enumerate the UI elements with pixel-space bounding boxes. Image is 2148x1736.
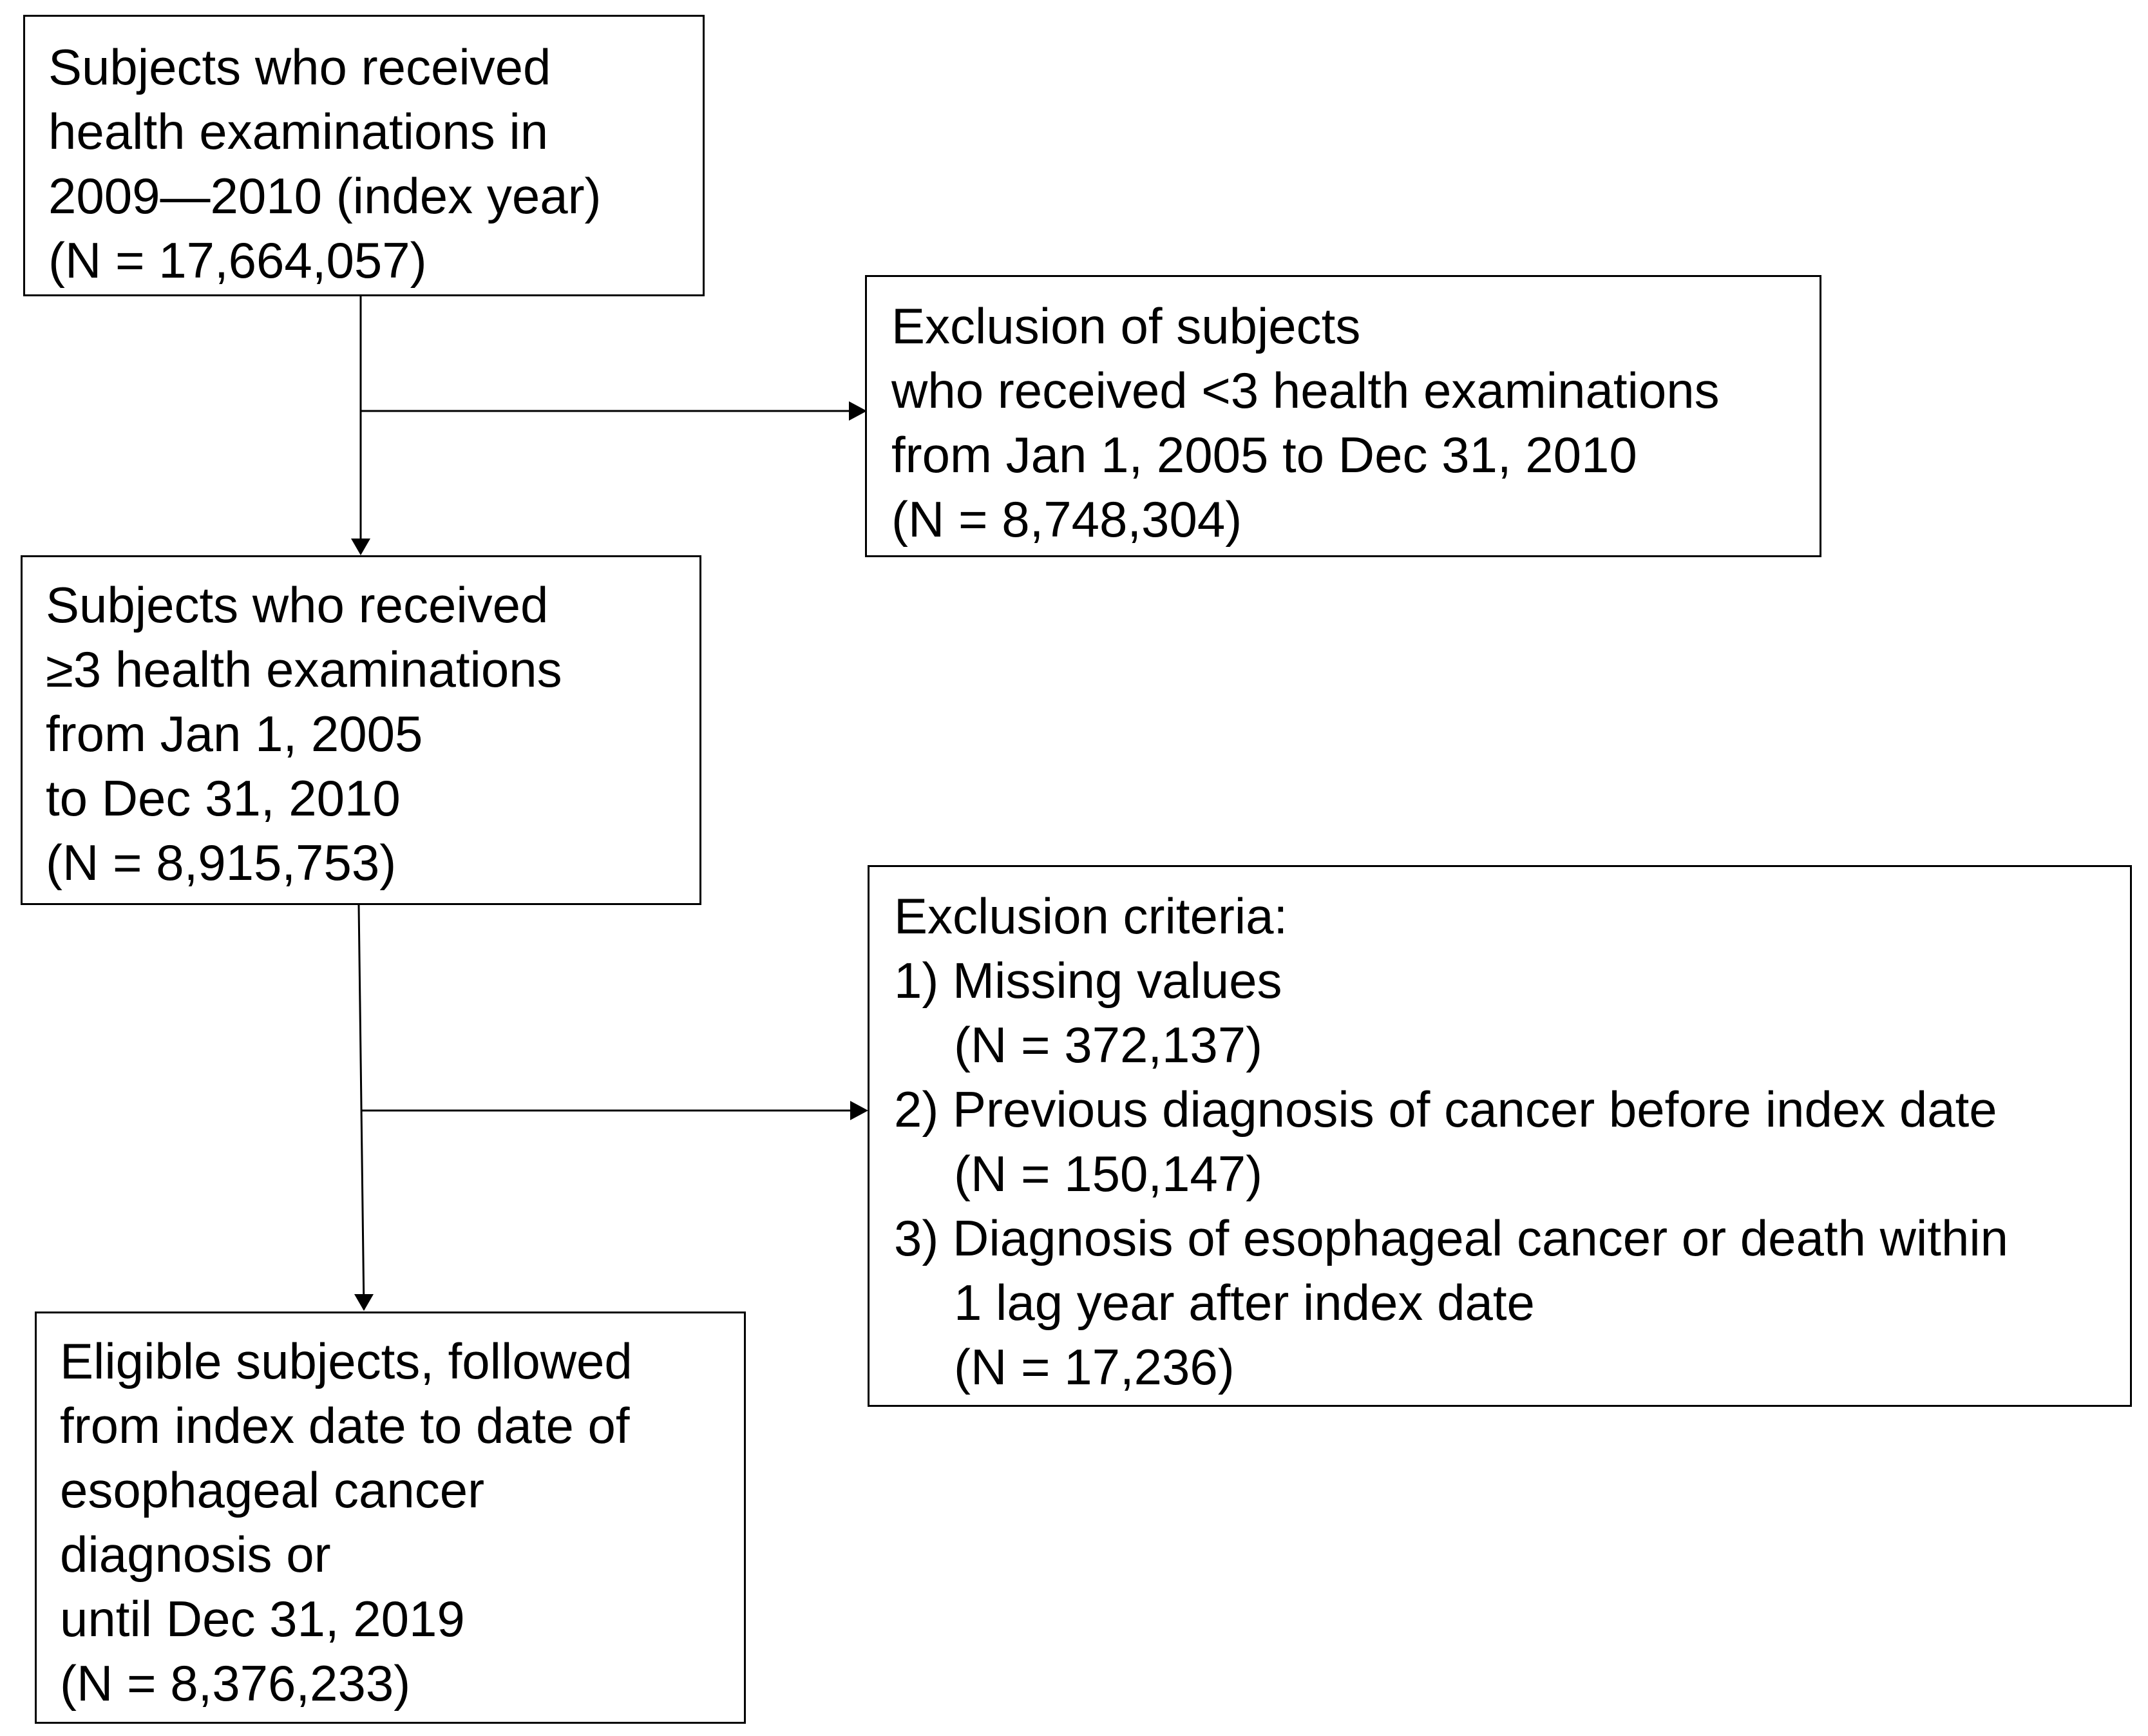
box-subjects-3-examinations-line: Subjects who received: [46, 577, 549, 633]
box-eligible-subjects-line: (N = 8,376,233): [60, 1655, 411, 1712]
exclusion-criterion-3-continuation: 1 lag year after index date: [954, 1274, 1535, 1331]
box-eligible-subjects-line: diagnosis or: [60, 1526, 331, 1583]
exclusion-criterion-1-count: (N = 372,137): [954, 1016, 1263, 1073]
box-initial-cohort-line: 2009—2010 (index year): [48, 167, 602, 224]
exclusion-criterion-3-count: (N = 17,236): [954, 1339, 1235, 1395]
box-exclusion-examinations: Exclusion of subjects who received <3 he…: [865, 275, 1821, 557]
box-subjects-3-examinations-line: ≥3 health examinations: [46, 641, 562, 698]
box-subjects-3-examinations-line: to Dec 31, 2010: [46, 770, 401, 826]
box-exclusion-examinations-line: who received <3 health examinations: [891, 362, 1720, 419]
box-subjects-3-examinations: Subjects who received ≥3 health examinat…: [21, 555, 701, 905]
box-subjects-3-examinations-line: from Jan 1, 2005: [46, 705, 423, 762]
connector-box1-to-box2: [351, 296, 370, 555]
exclusion-criteria-heading: Exclusion criteria:: [894, 888, 1288, 944]
connector-to-exclusion2: [362, 1101, 868, 1120]
exclusion-criterion-1: 1) Missing values: [894, 952, 1282, 1009]
exclusion-criterion-2: 2) Previous diagnosis of cancer before i…: [894, 1081, 1997, 1138]
box-initial-cohort-line: Subjects who received: [48, 39, 551, 95]
box-eligible-subjects-line: Eligible subjects, followed: [60, 1333, 632, 1389]
box-subjects-3-examinations-line: (N = 8,915,753): [46, 834, 397, 891]
box-eligible-subjects-line: until Dec 31, 2019: [60, 1590, 465, 1647]
connector-to-exclusion1: [361, 401, 867, 421]
box-exclusion-examinations-line: Exclusion of subjects: [891, 298, 1361, 354]
box-exclusion-criteria: Exclusion criteria: 1) Missing values (N…: [868, 865, 2132, 1407]
box-exclusion-examinations-line: from Jan 1, 2005 to Dec 31, 2010: [891, 426, 1637, 483]
box-initial-cohort-line: (N = 17,664,057): [48, 232, 427, 289]
exclusion-criterion-3: 3) Diagnosis of esophageal cancer or dea…: [894, 1210, 2009, 1266]
box-initial-cohort-line: health examinations in: [48, 103, 549, 160]
exclusion-criterion-2-count: (N = 150,147): [954, 1145, 1263, 1202]
box-eligible-subjects-line: esophageal cancer: [60, 1462, 485, 1518]
box-initial-cohort: Subjects who received health examination…: [23, 15, 705, 296]
box-exclusion-examinations-line: (N = 8,748,304): [891, 491, 1242, 548]
connector-box2-to-box3: [354, 904, 374, 1311]
box-eligible-subjects-line: from index date to date of: [60, 1397, 630, 1454]
box-eligible-subjects: Eligible subjects, followed from index d…: [35, 1312, 746, 1724]
